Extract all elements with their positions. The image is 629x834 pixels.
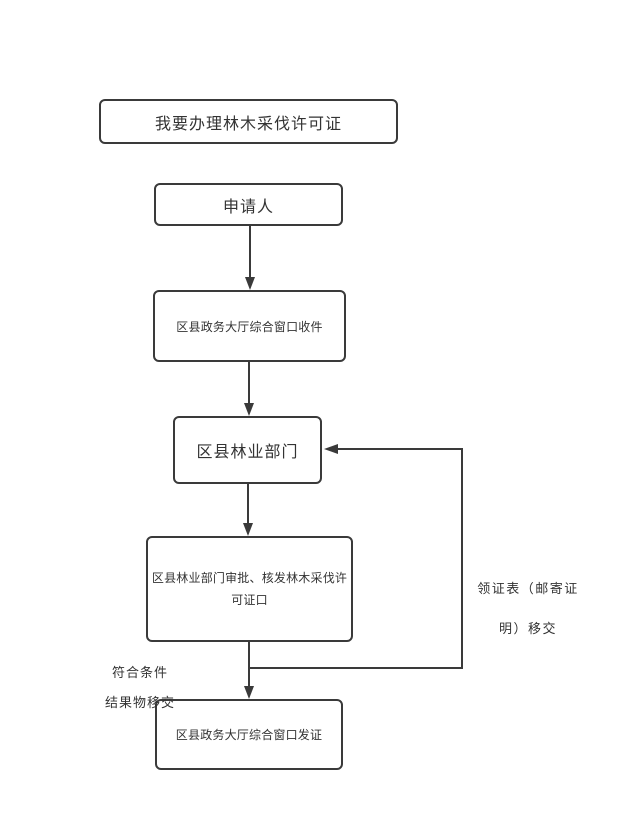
node-window-issue-label: 区县政务大厅综合窗口发证 [175,728,323,742]
node-applicant-label: 申请人 [222,198,274,216]
arrowhead-down-icon [243,523,253,536]
arrowhead-down-icon [244,686,254,699]
edge-label-certificate-transfer-line1: 领证表（邮寄证 [477,581,579,596]
arrowhead-down-icon [245,277,255,290]
node-applicant: 申请人 [154,183,343,226]
edge-label-result-transfer: 符合条件 结果物移交 [96,650,184,725]
node-window-receive-label: 区县政务大厅综合窗口收件 [176,319,323,334]
node-start: 我要办理林木采伐许可证 [99,99,398,144]
edge-label-certificate-transfer-line2: 明）移交 [498,621,557,636]
node-forestry-dept: 区县林业部门 [173,416,322,484]
arrowhead-left-icon [324,444,338,454]
node-approval-label: 区县林业部门审批、核发林木采伐许可证口 [151,571,348,607]
edge-label-certificate-transfer: 领证表（邮寄证 明）移交 [462,559,594,659]
arrowhead-down-icon [244,403,254,416]
node-approval: 区县林业部门审批、核发林木采伐许可证口 [146,536,353,642]
node-forestry-dept-label: 区县林业部门 [196,444,299,461]
edge-label-result-transfer-line2: 结果物移交 [104,695,175,710]
node-start-label: 我要办理林木采伐许可证 [154,115,342,133]
node-window-issue: 区县政务大厅综合窗口发证 [155,699,343,770]
edge-label-result-transfer-line1: 符合条件 [111,665,168,680]
node-window-receive: 区县政务大厅综合窗口收件 [153,290,346,362]
